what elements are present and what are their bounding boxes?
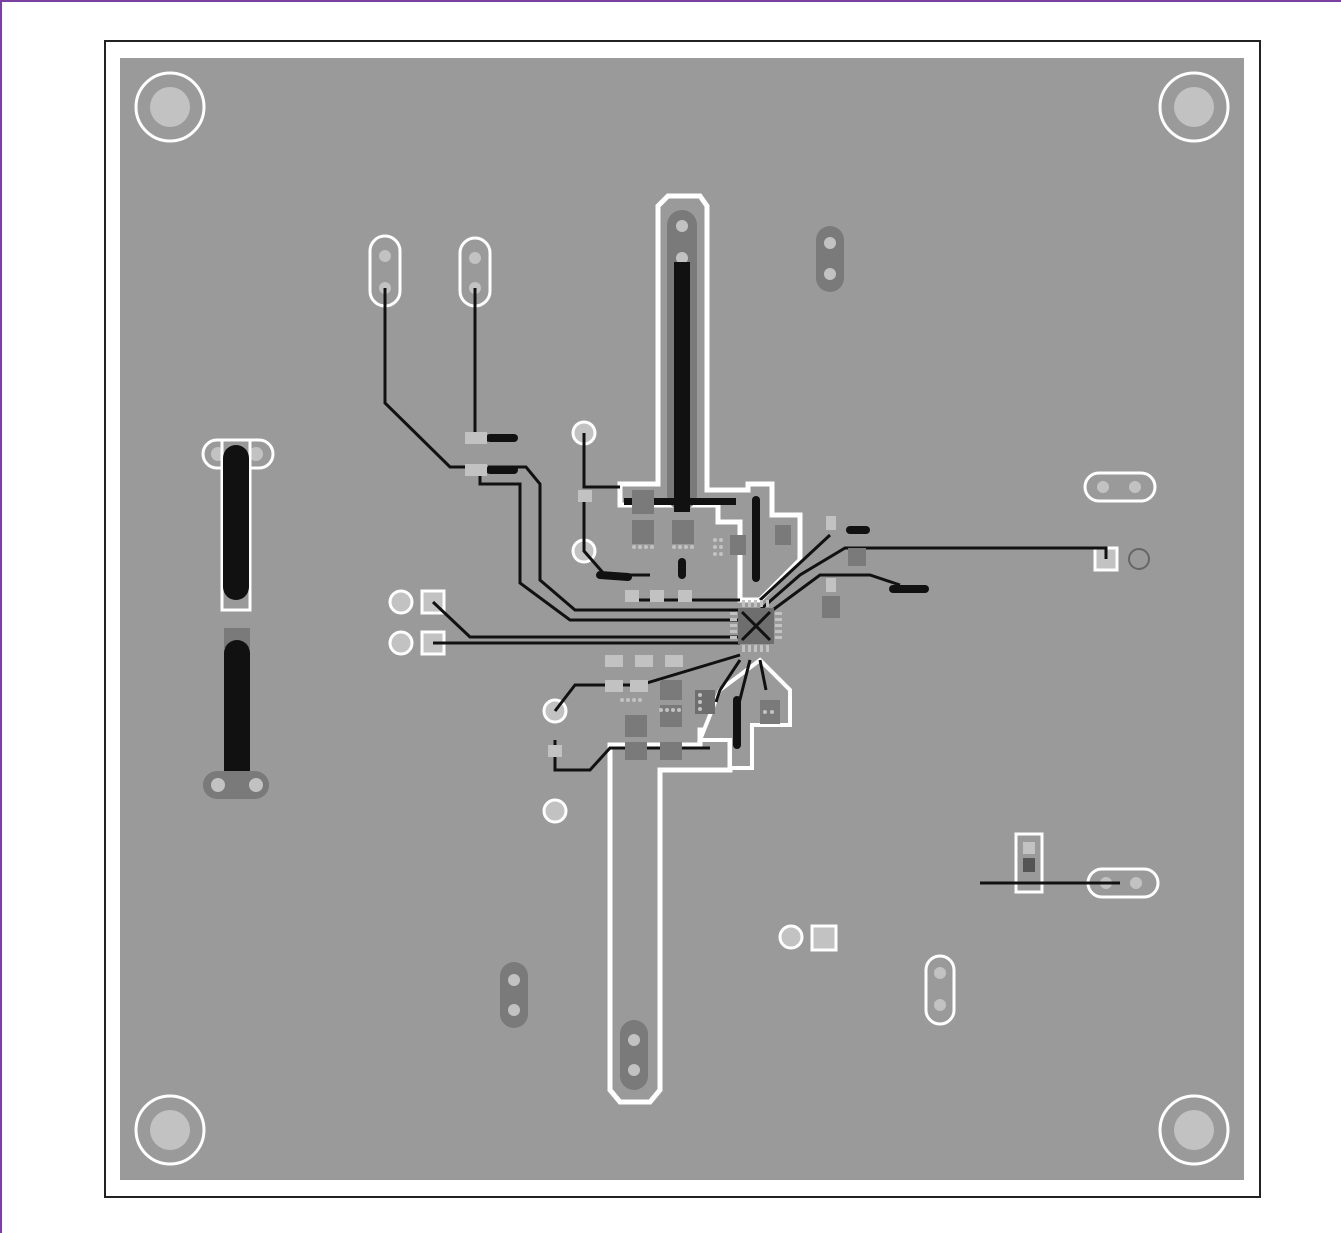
header-pair-bottom-left: [500, 962, 528, 1028]
mounting-hole-bottom-right: [1158, 1094, 1230, 1166]
header-horizontal-right-upper: [1083, 471, 1157, 503]
thermal-vias: [620, 538, 774, 714]
pad-segments: [486, 434, 929, 749]
header-pair-top-right: [816, 226, 844, 292]
mounting-hole-top-right: [1158, 71, 1230, 143]
mounting-hole-bottom-left: [134, 1094, 206, 1166]
mounting-hole-top-left: [134, 71, 206, 143]
test-points-bottom: [778, 924, 838, 952]
center-qfn-ic: [730, 600, 782, 652]
mounting-holes: [134, 71, 1230, 1166]
left-connector-bus: [201, 438, 275, 799]
header-pair-left-upper: [368, 234, 492, 308]
high-current-trace-bottom: [607, 657, 792, 1105]
header-pair-bottom-right: [924, 954, 956, 1026]
